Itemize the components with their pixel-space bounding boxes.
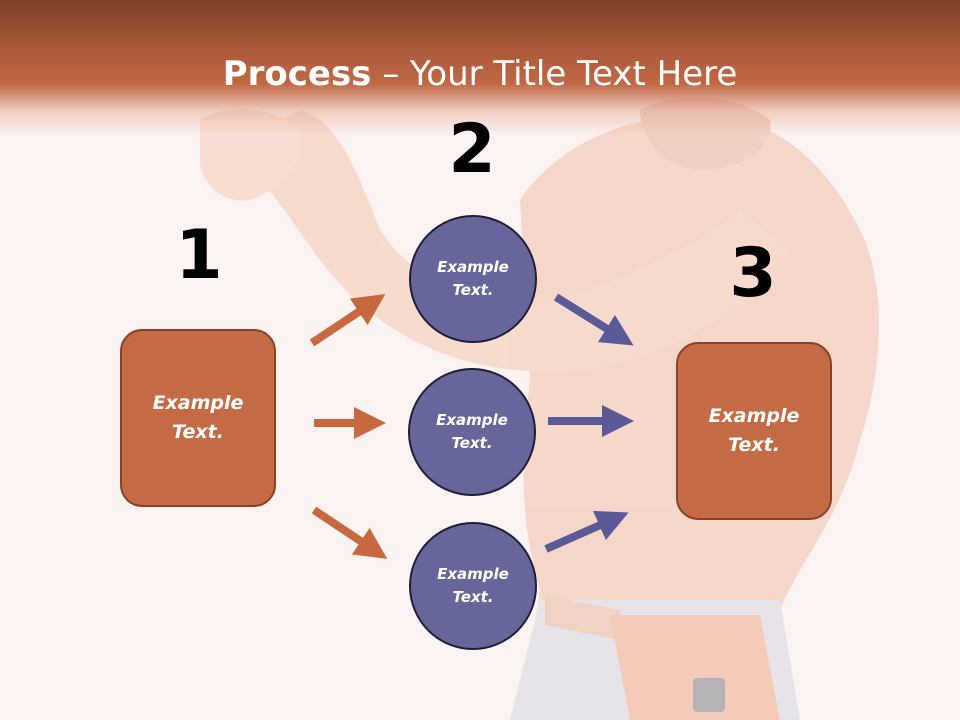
circle-1[interactable]: Example Text. <box>409 215 537 343</box>
title-rest: – Your Title Text Here <box>371 54 738 94</box>
circle-1-label: Example Text. <box>437 258 509 299</box>
step-1-box[interactable]: Example Text. <box>120 329 276 507</box>
slide-title: Process – Your Title Text Here <box>0 52 960 96</box>
arrow-circle-3-to-3 <box>544 510 629 553</box>
title-bold: Process <box>222 54 372 94</box>
circle-2[interactable]: Example Text. <box>408 368 536 496</box>
step-3-box[interactable]: Example Text. <box>676 342 832 520</box>
step-3-number: 3 <box>729 234 777 313</box>
step-1-number: 1 <box>175 216 223 295</box>
title-band <box>0 0 960 135</box>
step-2-number: 2 <box>448 110 496 189</box>
arrow-1-to-circle-3 <box>311 506 388 559</box>
step-3-box-label: Example Text. <box>708 405 800 456</box>
step-1-box-label: Example Text. <box>152 392 244 443</box>
arrow-1-to-circle-1 <box>309 294 386 347</box>
circle-2-label: Example Text. <box>436 411 508 452</box>
arrow-circle-1-to-3 <box>553 293 634 346</box>
circle-3-label: Example Text. <box>437 565 509 606</box>
circle-3[interactable]: Example Text. <box>409 522 537 650</box>
